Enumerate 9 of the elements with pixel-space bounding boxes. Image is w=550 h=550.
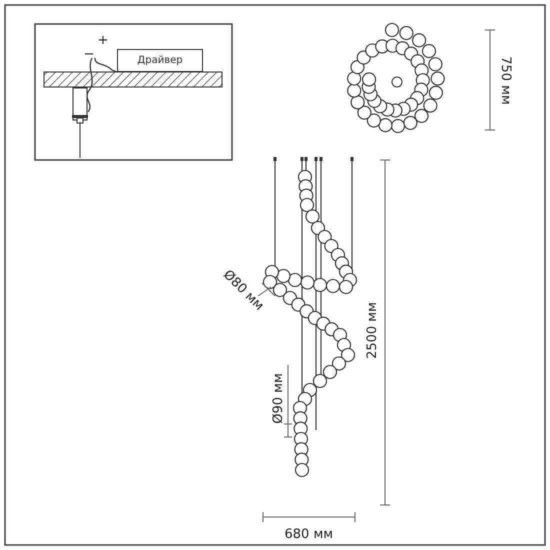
dimension-label: Ø80 мм <box>220 268 266 312</box>
dimension-label: 680 мм <box>284 528 334 540</box>
dimension-label: Ø90 мм <box>271 372 284 424</box>
plus-sign: + <box>98 34 108 46</box>
dimension-label: 750 мм <box>498 56 512 104</box>
driver-box <box>117 49 203 72</box>
driver-label: Драйвер <box>137 55 183 66</box>
minus-sign: − <box>84 48 94 60</box>
dimension-label: 2500 мм <box>365 302 378 358</box>
